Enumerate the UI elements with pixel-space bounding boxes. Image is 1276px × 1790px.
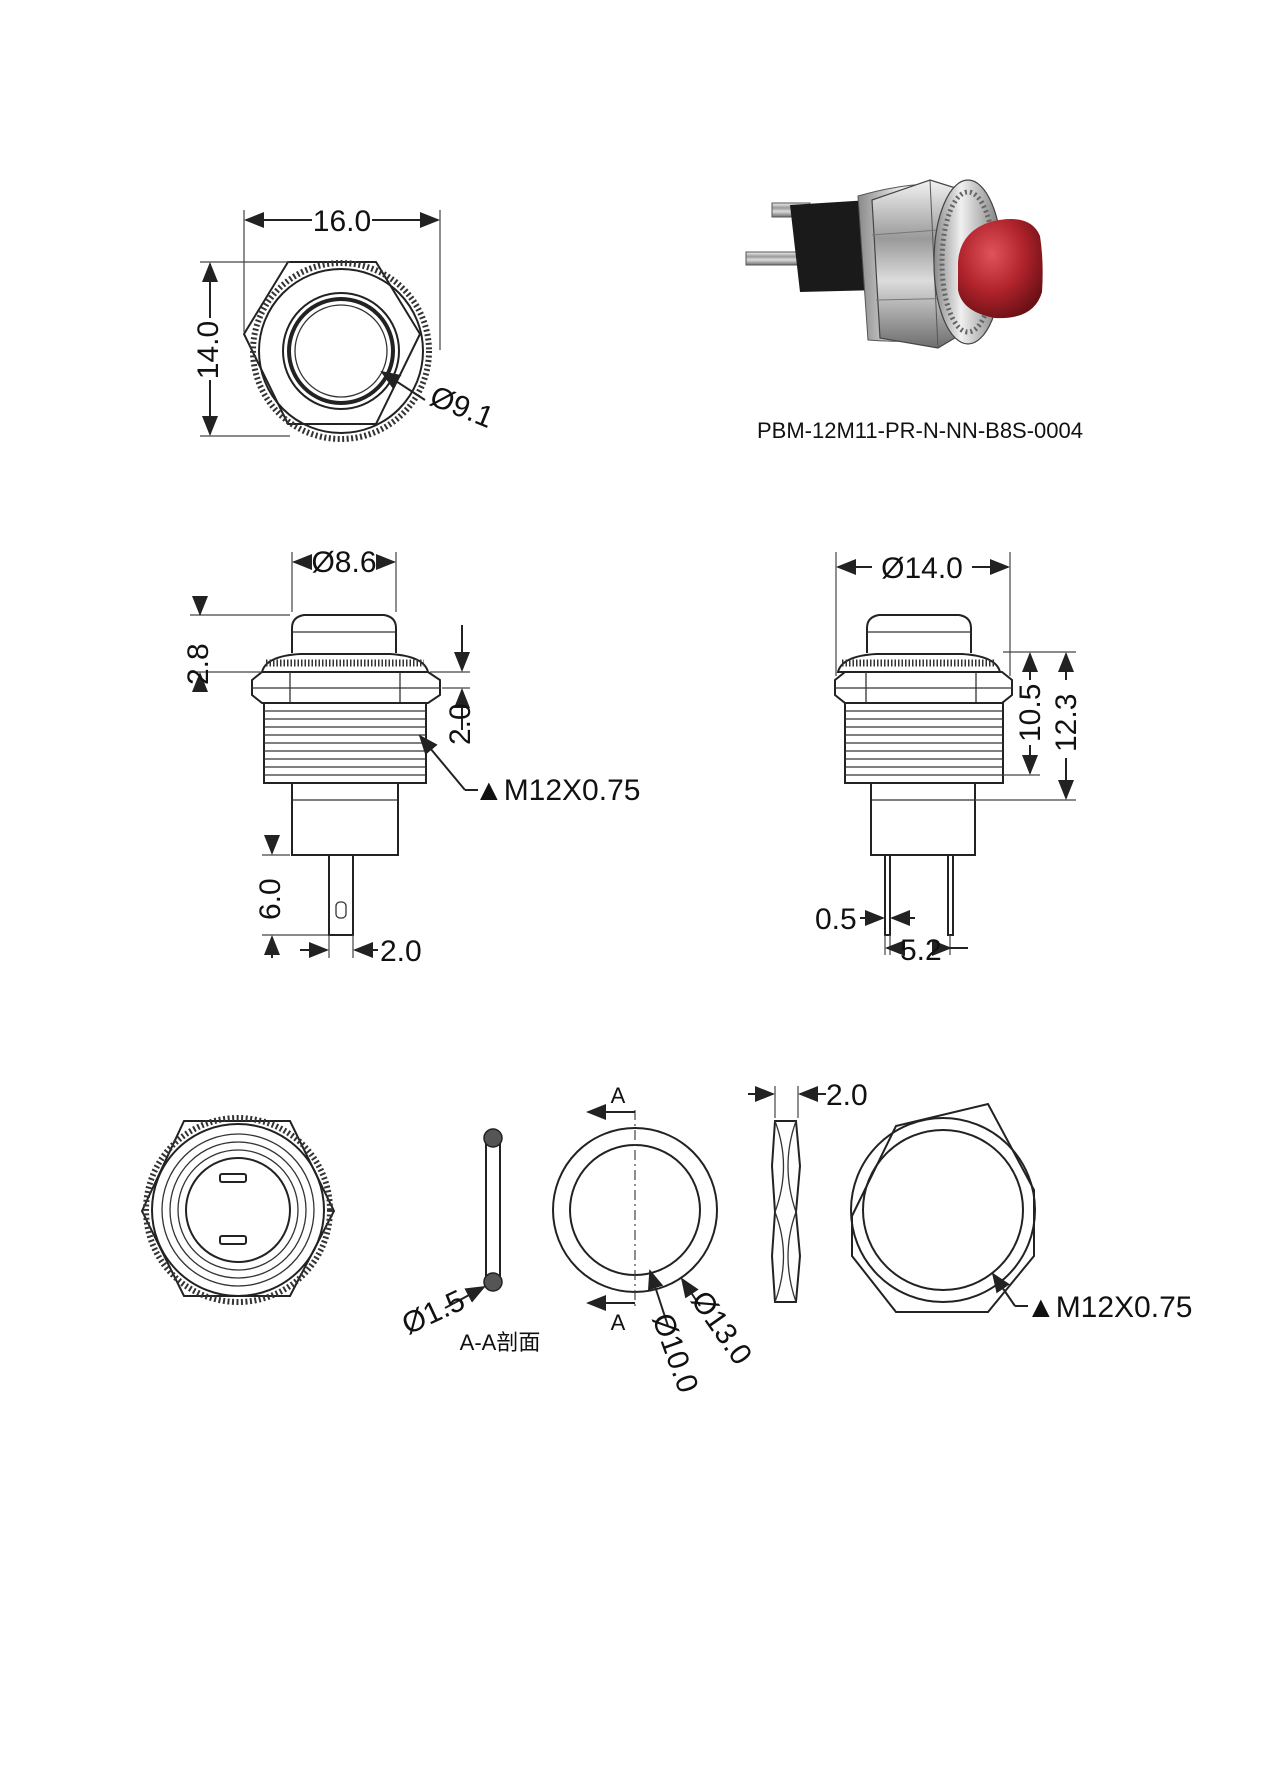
thread-body (263, 702, 427, 784)
ring-front: A A Ø10.0 Ø13.0 (552, 1083, 758, 1397)
washer-side: 2.0 (748, 1079, 868, 1303)
top-inner-diameter-label: Ø9.1 (425, 380, 498, 435)
right-body-length-label: 12.3 (1050, 694, 1083, 752)
cap-circle (294, 304, 388, 398)
lower-body (291, 782, 399, 856)
oring-section: Ø1.5 A-A剖面 (397, 1128, 541, 1355)
front-view-left: Ø8.6 2.8 2.0 ▲M12X0.75 6.0 2.0 (182, 546, 640, 968)
oring-bottom (483, 1272, 503, 1292)
nut-hex (851, 1102, 1035, 1313)
knurled-ring (250, 260, 432, 442)
hex-nut (251, 671, 441, 704)
left-terminal-width-label: 2.0 (380, 935, 422, 968)
red-cap (958, 219, 1043, 319)
top-view: 16.0 14.0 Ø9.1 (192, 205, 498, 442)
right-terminal-pitch-label: 5.2 (900, 934, 942, 967)
bezel-circle (282, 292, 400, 410)
ring-outer-label: Ø13.0 (684, 1285, 758, 1371)
oring-top (483, 1128, 503, 1148)
right-bezel-diameter-label: Ø14.0 (881, 552, 963, 585)
washer-thickness-label: 2.0 (826, 1079, 868, 1112)
left-hex-height-label: 2.0 (444, 703, 477, 745)
top-width-label: 16.0 (313, 205, 371, 238)
right-thread-length-label: 10.5 (1014, 684, 1047, 742)
nut-outer-circle (850, 1117, 1036, 1303)
accessories-row: Ø1.5 A-A剖面 A A Ø10.0 Ø13.0 2.0 (140, 1079, 1192, 1397)
left-cap-height-label: 2.8 (182, 643, 215, 685)
right-terminal-thickness-label: 0.5 (815, 903, 857, 936)
nut-view: ▲M12X0.75 (850, 1102, 1192, 1324)
nut-inner-circle (862, 1129, 1024, 1291)
front-view-right: Ø14.0 10.5 12.3 0.5 5.2 (815, 552, 1083, 967)
left-cap-diameter-label: Ø8.6 (311, 546, 376, 579)
product-photo: PBM-12M11-PR-N-NN-B8S-0004 (745, 179, 1083, 443)
part-number: PBM-12M11-PR-N-NN-B8S-0004 (757, 418, 1083, 443)
section-mark-bottom: A (611, 1310, 626, 1335)
section-mark-top: A (611, 1083, 626, 1108)
section-label: A-A剖面 (460, 1330, 541, 1355)
ring-inner-label: Ø10.0 (645, 1309, 704, 1397)
terminal (328, 854, 354, 936)
left-thread-label: ▲M12X0.75 (474, 774, 640, 807)
nut-thread-label: ▲M12X0.75 (1026, 1291, 1192, 1324)
ring-outer (258, 268, 424, 434)
rear-view (140, 1115, 336, 1305)
bezel-thick (287, 297, 395, 405)
cap-outline (291, 614, 397, 653)
top-height-label: 14.0 (192, 321, 225, 379)
left-terminal-length-label: 6.0 (254, 878, 287, 920)
